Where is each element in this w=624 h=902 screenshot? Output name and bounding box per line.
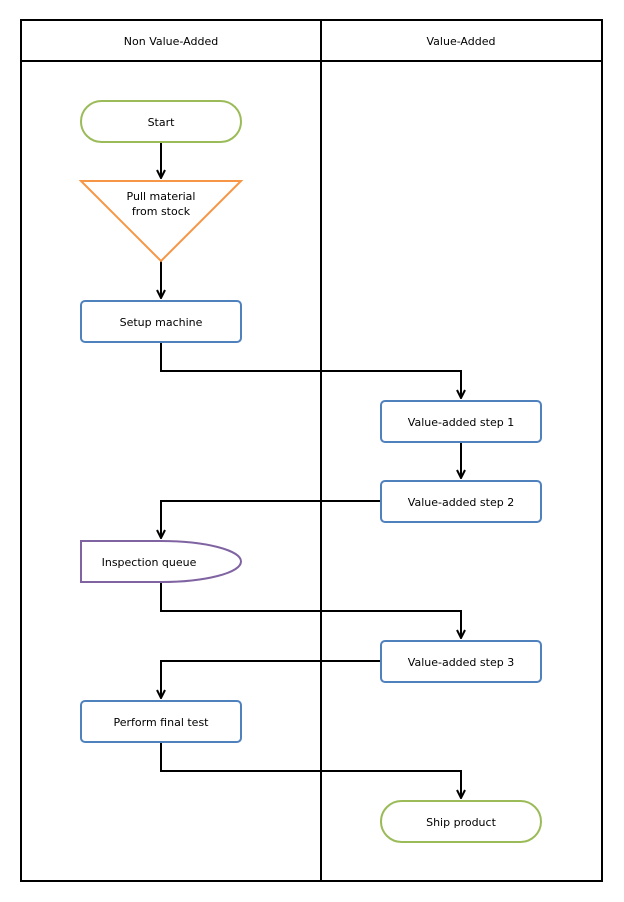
value-added-step-2-label: Value-added step 2 (408, 496, 514, 509)
ship-product-label: Ship product (426, 816, 496, 829)
perform-final-test-process: Perform final test (80, 700, 242, 743)
value-added-step-2-process: Value-added step 2 (380, 480, 542, 523)
start-terminal: Start (80, 100, 242, 143)
swimlane-frame (20, 19, 603, 882)
value-added-step-3-process: Value-added step 3 (380, 640, 542, 683)
connector-va3-to-final-test (161, 660, 381, 698)
pull-material-storage: Pull material from stock (78, 180, 244, 263)
value-added-step-1-label: Value-added step 1 (408, 416, 514, 429)
lane-header-non-value-added: Non Value-Added (124, 35, 218, 48)
inspection-queue-delay: Inspection queue (80, 540, 242, 583)
perform-final-test-label: Perform final test (114, 716, 210, 729)
pull-material-label-line1: Pull material (127, 190, 196, 203)
connector-setup-to-va1 (160, 342, 461, 398)
setup-machine-label: Setup machine (120, 316, 203, 329)
connector-final-test-to-ship (160, 742, 461, 798)
lane-header-value-added: Value-Added (427, 35, 496, 48)
ship-product-terminal: Ship product (380, 800, 542, 843)
value-added-step-3-label: Value-added step 3 (408, 656, 514, 669)
value-added-step-1-process: Value-added step 1 (380, 400, 542, 443)
connector-va2-to-inspection (161, 500, 381, 538)
inspection-queue-label: Inspection queue (102, 556, 197, 569)
connectors (161, 142, 461, 798)
connector-inspection-to-va3 (160, 582, 461, 638)
pull-material-label-line2: from stock (132, 205, 191, 218)
start-label: Start (148, 116, 176, 129)
setup-machine-process: Setup machine (80, 300, 242, 343)
